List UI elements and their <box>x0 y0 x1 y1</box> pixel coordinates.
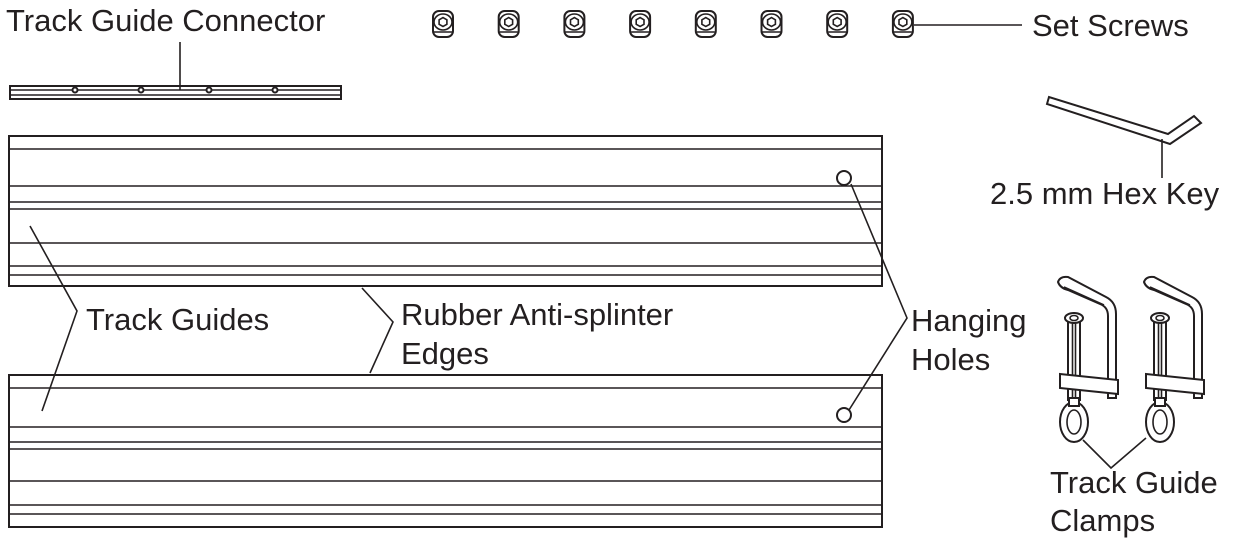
track-guide-clamp <box>1056 275 1119 443</box>
set-screws-label: Set Screws <box>1032 8 1189 43</box>
connector-hole <box>71 86 79 94</box>
set-screw <box>891 10 914 38</box>
rubber-edges-label-line2: Edges <box>401 336 489 371</box>
track-guide-connector <box>9 85 342 100</box>
hanging-holes-label-line1: Hanging <box>911 303 1026 338</box>
rubber-edges-leader-line <box>361 287 394 374</box>
track-guides-label: Track Guides <box>86 302 269 337</box>
hanging-hole <box>836 170 852 186</box>
track-guide-clamps-group <box>1056 275 1205 443</box>
set-screw <box>760 10 783 38</box>
track-guides-leader-line <box>29 225 78 412</box>
set-screw <box>432 10 454 38</box>
set-screw <box>497 10 520 38</box>
track-guide-top <box>8 135 883 287</box>
connector-hole <box>271 86 279 94</box>
clamps-label-line2: Clamps <box>1050 503 1155 538</box>
clamps-label-line1: Track Guide <box>1050 465 1218 500</box>
hanging-hole <box>836 407 852 423</box>
rubber-edges-label-line1: Rubber Anti-splinter <box>401 297 673 332</box>
connector-hole <box>205 86 213 94</box>
set-screw <box>694 10 717 38</box>
set-screws-group <box>432 10 914 38</box>
track-guide-connector-label: Track Guide Connector <box>6 3 325 38</box>
track-guide-clamp <box>1142 275 1205 443</box>
set-screw <box>826 10 849 38</box>
set-screw <box>629 10 652 38</box>
hanging-holes-label-line2: Holes <box>911 342 990 377</box>
connector-hole <box>137 86 145 94</box>
hex-key <box>1045 95 1203 146</box>
hanging-holes-leader-line <box>848 183 908 411</box>
track-guide-bottom <box>8 374 883 528</box>
set-screw <box>563 10 586 38</box>
hex-key-label: 2.5 mm Hex Key <box>990 176 1220 211</box>
clamps-leader-line <box>1082 437 1147 470</box>
